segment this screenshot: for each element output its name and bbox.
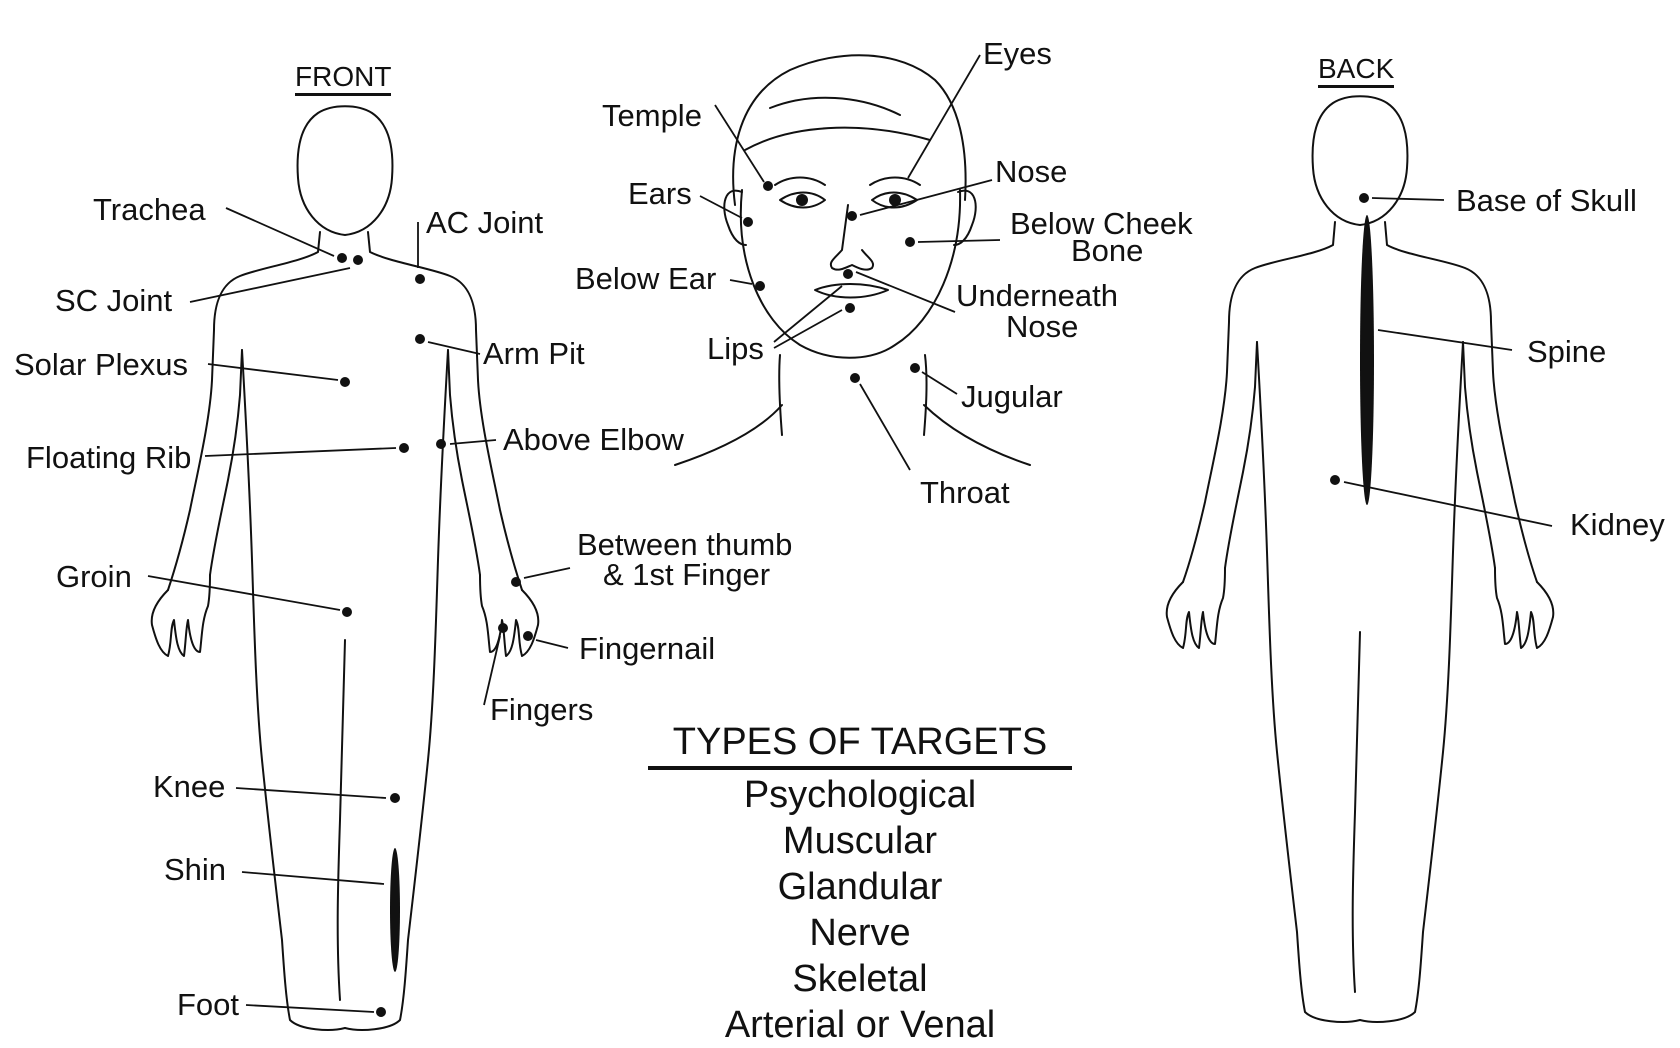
- label-above-elbow: Above Elbow: [503, 425, 684, 455]
- label-nose: Nose: [995, 157, 1067, 187]
- above-elbow-dot: [436, 439, 446, 449]
- label-ac-joint: AC Joint: [426, 208, 543, 238]
- target-type-item: Psychological: [648, 772, 1072, 818]
- label-shin: Shin: [164, 855, 226, 885]
- label-throat: Throat: [920, 478, 1010, 508]
- base-of-skull-dot: [1359, 193, 1369, 203]
- below-cheek-dot: [905, 237, 915, 247]
- label-underneath-nose-line2: Nose: [1006, 312, 1078, 342]
- trachea-dot: [337, 253, 347, 263]
- floating-rib-dot: [399, 443, 409, 453]
- ears-dot: [743, 217, 753, 227]
- target-type-item: Muscular: [648, 818, 1072, 864]
- below-ear-dot: [755, 281, 765, 291]
- kidney-dot: [1330, 475, 1340, 485]
- label-base-of-skull: Base of Skull: [1456, 186, 1637, 216]
- ac-joint-dot: [415, 274, 425, 284]
- foot-dot: [376, 1007, 386, 1017]
- nose-dot: [847, 211, 857, 221]
- arm-pit-dot: [415, 334, 425, 344]
- throat-dot: [850, 373, 860, 383]
- spine-marker: [1360, 215, 1374, 505]
- label-below-cheek-line2: Bone: [1071, 236, 1143, 266]
- label-kidney: Kidney: [1570, 510, 1665, 540]
- target-type-item: Nerve: [648, 910, 1072, 956]
- back-body-outline: [1167, 96, 1554, 1022]
- shin-marker: [390, 848, 400, 972]
- target-type-item: Arterial or Venal: [648, 1002, 1072, 1048]
- label-floating-rib: Floating Rib: [26, 443, 191, 473]
- label-trachea: Trachea: [93, 195, 206, 225]
- lips-dot: [845, 303, 855, 313]
- label-lips: Lips: [707, 334, 764, 364]
- head-target-dots: [743, 181, 920, 383]
- target-type-item: Glandular: [648, 864, 1072, 910]
- label-fingers: Fingers: [490, 695, 593, 725]
- label-foot: Foot: [177, 990, 239, 1020]
- label-solar-plexus: Solar Plexus: [14, 350, 188, 380]
- label-eyes: Eyes: [983, 39, 1052, 69]
- front-body-outline: [152, 106, 539, 1030]
- label-jugular: Jugular: [961, 382, 1063, 412]
- knee-dot: [390, 793, 400, 803]
- solar-plexus-dot: [340, 377, 350, 387]
- jugular-dot: [910, 363, 920, 373]
- between-thumb-dot: [511, 577, 521, 587]
- label-between-thumb-line1: Between thumb: [577, 530, 792, 560]
- label-arm-pit: Arm Pit: [483, 339, 585, 369]
- label-knee: Knee: [153, 772, 225, 802]
- groin-dot: [342, 607, 352, 617]
- label-ears: Ears: [628, 179, 692, 209]
- front-heading: FRONT: [295, 62, 391, 96]
- label-underneath-nose-line1: Underneath: [956, 281, 1118, 311]
- label-fingernail: Fingernail: [579, 634, 715, 664]
- fingernail-dot: [523, 631, 533, 641]
- underneath-nose-dot: [843, 269, 853, 279]
- label-between-thumb-line2: & 1st Finger: [603, 560, 770, 590]
- label-spine: Spine: [1527, 337, 1606, 367]
- label-below-ear: Below Ear: [575, 264, 716, 294]
- label-temple: Temple: [602, 101, 702, 131]
- temple-dot: [763, 181, 773, 191]
- types-of-targets-title: TYPES OF TARGETS: [648, 720, 1072, 770]
- label-sc-joint: SC Joint: [55, 286, 172, 316]
- label-groin: Groin: [56, 562, 132, 592]
- sc-joint-dot: [353, 255, 363, 265]
- target-type-item: Skeletal: [648, 956, 1072, 1002]
- fingers-dot: [498, 623, 508, 633]
- types-of-targets-list: Psychological Muscular Glandular Nerve S…: [648, 772, 1072, 1048]
- back-heading: BACK: [1318, 54, 1394, 88]
